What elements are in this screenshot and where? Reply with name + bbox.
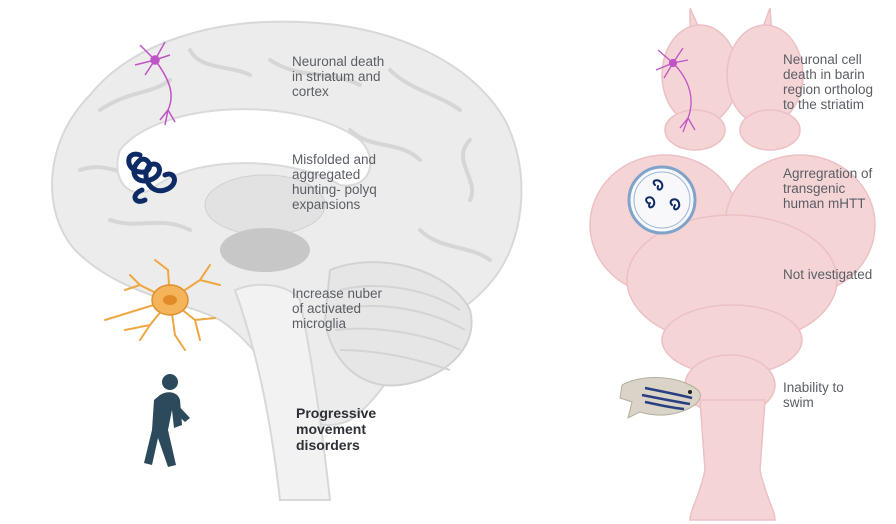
fish-aggregates-icon [629, 167, 695, 233]
label-inability-to-swim: Inability to swim [783, 380, 844, 410]
label-activated-microglia: Increase nuber of activated microglia [292, 286, 382, 331]
label-neuronal-death: Neuronal death in striatum and cortex [292, 54, 384, 99]
label-not-investigated: Not ivestigated [783, 267, 872, 282]
human-brain-illustration [52, 22, 521, 500]
label-movement-disorders: Progressive movement disorders [296, 405, 376, 453]
label-fish-neuronal-death: Neuronal cell death in barin region orth… [783, 52, 873, 112]
label-misfolded-aggregates: Misfolded and aggregated hunting- polyq … [292, 152, 377, 212]
walking-person-icon [144, 374, 190, 467]
label-fish-aggregation: Agrregration of transgenic human mHTT [783, 166, 872, 211]
